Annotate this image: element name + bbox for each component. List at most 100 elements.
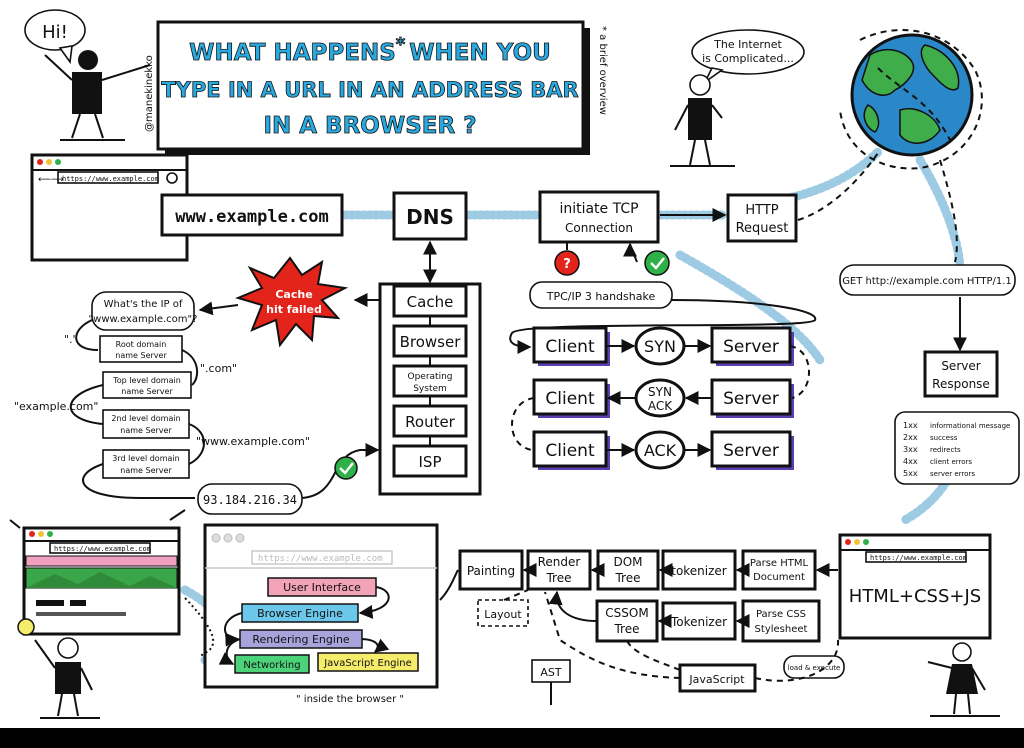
layer-rendering-engine-text: Rendering Engine: [252, 633, 350, 646]
title-side-note: * a brief overview: [597, 26, 608, 115]
tld-server-line2: name Server: [121, 387, 173, 396]
dns-lookup-area: What's the IP of "www.example.com"? Root…: [14, 291, 380, 515]
url-box-text: www.example.com: [175, 207, 329, 227]
title-line1: WHAT HAPPENS*WHEN YOU: [189, 34, 551, 66]
status-desc: redirects: [930, 446, 961, 454]
painting-text: Painting: [467, 564, 515, 578]
inside-browser-area: https://www.example.com User Interface B…: [203, 523, 459, 705]
http-response-area: GET http://example.com HTTP/1.1 Server R…: [839, 159, 1020, 485]
cssom-line1: CSSOM: [605, 606, 648, 620]
tcp-box-line1: initiate TCP: [559, 201, 638, 217]
second-quote: "example.com": [14, 400, 98, 413]
bottom-right-character: [927, 642, 1000, 717]
http-box-line1: HTTP: [745, 203, 778, 218]
title-line1-a: WHAT HAPPENS: [189, 40, 396, 66]
layout-text: Layout: [484, 608, 522, 621]
layer-networking-text: Networking: [243, 660, 300, 671]
lightbulb-icon: [17, 618, 35, 636]
load-execute-text: load & execute: [788, 664, 841, 672]
cache-stack-item: [392, 444, 468, 478]
title-box: WHAT HAPPENS*WHEN YOU TYPE IN A URL IN A…: [144, 20, 608, 155]
internet-speech-line1: The Internet: [713, 38, 782, 51]
handshake-signal-text: SYN: [648, 385, 672, 399]
cache-failed-line1: Cache: [275, 288, 312, 301]
handshake-server-box: [710, 326, 792, 364]
parse-css-line1: Parse CSS: [756, 609, 806, 620]
handshake-question-text: ?: [563, 257, 571, 272]
inside-browser-url: https://www.example.com: [258, 554, 383, 564]
handshake-client-box: [532, 326, 608, 364]
dom-line2: Tree: [614, 571, 640, 585]
cache-stack-label: Operating: [408, 372, 453, 382]
root-server-line1: Root domain: [116, 340, 167, 349]
root-quote: ".": [64, 333, 78, 346]
status-code: 4xx: [903, 457, 918, 466]
status-code: 1xx: [903, 421, 918, 430]
diagram-svg: Hi! WHAT HAPPENS*WHEN YOU TYPE IN A URL …: [9, 9, 1020, 719]
server-response-line2: Response: [932, 377, 990, 391]
html-window-url: https://www.example.com: [870, 554, 967, 562]
hi-speech-text: Hi!: [42, 22, 68, 43]
cache-stack-label: Router: [405, 413, 456, 431]
title-line1-b: WHEN YOU: [409, 40, 551, 66]
ip-check-icon: [334, 456, 358, 480]
parse-css-line2: Stylesheet: [755, 624, 808, 635]
handshake-server-text: Server: [723, 441, 779, 461]
rendering-area: https://www.example.com HTML+CSS+JS Pars…: [458, 533, 992, 705]
cache-stack-label: Cache: [407, 293, 454, 311]
render-line2: Tree: [545, 571, 571, 585]
handshake-client-text: Client: [545, 389, 595, 409]
status-desc: success: [930, 434, 958, 442]
dom-line1: DOM: [613, 555, 642, 569]
layer-networking: [234, 654, 310, 674]
third-server-line2: name Server: [120, 466, 172, 475]
dns-box: [392, 191, 468, 241]
handshake-client-text: Client: [545, 441, 595, 461]
render-line1: Render: [538, 555, 581, 569]
browser-window-top: https://www.example.com ⟵⟶: [30, 153, 189, 262]
title-line2: TYPE IN A URL IN AN ADDRESS BAR: [161, 78, 578, 102]
status-code: 3xx: [903, 445, 918, 454]
dns-question-line1: What's the IP of: [104, 299, 183, 310]
root-server-line2: name Server: [115, 351, 167, 360]
handshake-server-text: Server: [723, 337, 779, 357]
browser-top-url: https://www.example.com: [62, 175, 159, 183]
cache-stack-label: System: [413, 384, 447, 394]
handshake-label: TPC/IP 3 handshake: [546, 290, 656, 303]
layer-ui-text: User Interface: [283, 581, 361, 594]
status-desc: client errors: [930, 458, 972, 466]
get-request-text: GET http://example.com HTTP/1.1: [842, 276, 1012, 287]
globe: [839, 29, 983, 170]
parse-html-line1: Parse HTML: [750, 558, 809, 569]
title-line3: IN A BROWSER ?: [263, 113, 476, 139]
tcp-box-line2: Connection: [565, 221, 633, 235]
tokenizer-css-text: Tokenizer: [670, 615, 727, 629]
resolved-ip: 93.184.216.34: [203, 493, 297, 507]
handshake-client-box: [532, 378, 608, 416]
result-browser-url: https://www.example.com: [54, 545, 151, 553]
result-browser: https://www.example.com: [9, 509, 215, 657]
server-response-line1: Server: [941, 359, 980, 373]
parse-html-line2: Document: [753, 572, 805, 583]
handshake-signal-text: SYN: [644, 337, 676, 356]
handshake-signal-text: ACK: [648, 399, 673, 413]
cache-area: Cache hit failed CacheBrowserOperatingSy…: [198, 256, 482, 496]
http-request-box: [726, 193, 798, 243]
cssom-line2: Tree: [613, 622, 639, 636]
third-quote: "www.example.com": [196, 435, 310, 448]
third-server-line1: 3rd level domain: [112, 454, 179, 463]
handshake-client-box: [532, 430, 608, 468]
second-server-line1: 2nd level domain: [111, 414, 180, 423]
handshake-server-text: Server: [723, 389, 779, 409]
status-desc: server errors: [930, 470, 975, 478]
layer-js-engine: [317, 652, 419, 672]
cache-hit-failed-burst: [235, 256, 349, 348]
tld-server-line1: Top level domain: [112, 376, 181, 385]
tokenizer-html-text: tokenizer: [671, 564, 727, 578]
handshake-check-icon: [644, 250, 670, 276]
cache-stack-label: ISP: [419, 453, 442, 471]
